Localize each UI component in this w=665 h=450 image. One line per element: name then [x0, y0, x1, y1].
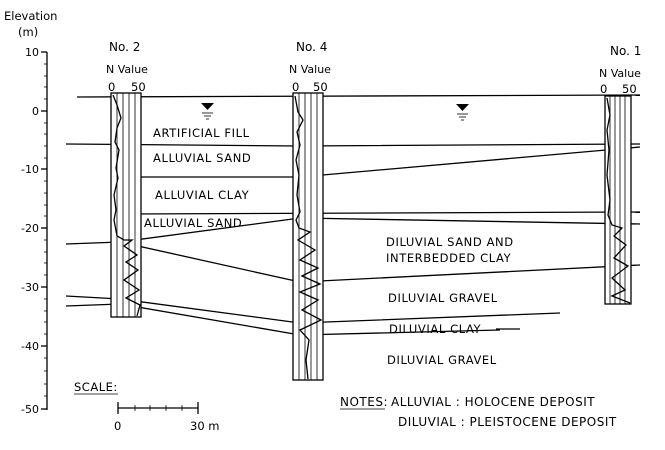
- layer-label-alluvial-sand-lower: ALLUVIAL SAND: [144, 216, 242, 230]
- n-value-curve: [606, 97, 631, 304]
- layer-label-diluvial-gravel-lower: DILUVIAL GRAVEL: [387, 353, 497, 367]
- water-table-symbol: [201, 103, 214, 120]
- layer-label-diluvial-sand-line2: INTERBEDDED CLAY: [386, 251, 512, 265]
- n-scale-min: 0: [600, 82, 607, 96]
- scale-bar: SCALE: 0 30 m: [74, 380, 220, 433]
- borehole-no-4: No. 4 N Value 0 50: [289, 40, 331, 381]
- layer-label-alluvial-sand: ALLUVIAL SAND: [153, 151, 251, 165]
- borehole-log-column: [110, 92, 142, 318]
- n-scale-min: 0: [292, 80, 299, 94]
- n-scale-max: 50: [622, 82, 637, 96]
- notes-heading: NOTES:: [340, 395, 388, 409]
- notes-line1: ALLUVIAL : HOLOCENE DEPOSIT: [391, 395, 595, 409]
- borehole-name: No. 2: [109, 40, 140, 54]
- borehole-log-column: [604, 95, 632, 305]
- layer-label-artificial-fill: ARTIFICIAL FILL: [153, 126, 250, 140]
- water-table-symbol: [456, 104, 469, 121]
- sand-gravel-boundary: [119, 241, 641, 283]
- axis-tick-label: 0: [32, 105, 39, 118]
- n-value-curve: [112, 94, 141, 317]
- clay-sand-boundary: [119, 211, 641, 215]
- borehole-no-2: No. 2 N Value 0 50: [106, 40, 148, 318]
- axis-tick-label: -50: [21, 403, 39, 416]
- scale-min-label: 0: [114, 419, 121, 433]
- layer-labels: ARTIFICIAL FILL ALLUVIAL SAND ALLUVIAL C…: [144, 126, 520, 367]
- elevation-axis: Elevation (m) 10 0 -10 -20 -30 -40 -50: [4, 9, 57, 416]
- n-value-label: N Value: [289, 63, 331, 76]
- layer-label-diluvial-sand-line1: DILUVIAL SAND AND: [386, 235, 514, 249]
- borehole-no-1: No. 1 N Value 0 50: [599, 44, 641, 305]
- clay-gravel-boundary: [65, 303, 501, 336]
- alluvial-diluvial-boundary: [65, 217, 641, 245]
- axis-tick-label: -20: [21, 222, 39, 235]
- scale-max-label: 30 m: [190, 419, 220, 433]
- layer-label-alluvial-clay: ALLUVIAL CLAY: [155, 188, 250, 202]
- axis-tick-label: 10: [25, 46, 39, 59]
- gravel-clay-boundary: [65, 295, 561, 324]
- layer-label-diluvial-clay: DILUVIAL CLAY: [389, 322, 482, 336]
- n-value-curve: [294, 95, 323, 380]
- axis-tick-label: -30: [21, 281, 39, 294]
- n-value-label: N Value: [599, 67, 641, 80]
- ground-surface-line: [76, 94, 641, 98]
- notes: NOTES: ALLUVIAL : HOLOCENE DEPOSIT DILUV…: [340, 395, 617, 429]
- axis-tick-label: -10: [21, 163, 39, 176]
- scale-label: SCALE:: [74, 380, 118, 394]
- notes-line2: DILUVIAL : PLEISTOCENE DEPOSIT: [398, 415, 617, 429]
- borehole-name: No. 4: [296, 40, 327, 54]
- borehole-log-column: [292, 92, 324, 381]
- n-value-label: N Value: [106, 63, 148, 76]
- axis-tick-label: -40: [21, 340, 39, 353]
- axis-title-line2: (m): [18, 25, 38, 39]
- n-scale-max: 50: [313, 80, 328, 94]
- n-scale-max: 50: [131, 80, 146, 94]
- borehole-name: No. 1: [610, 44, 641, 58]
- axis-title-line1: Elevation: [4, 9, 57, 23]
- n-scale-min: 0: [108, 80, 115, 94]
- fill-sand-boundary: [65, 143, 641, 147]
- layer-label-diluvial-gravel: DILUVIAL GRAVEL: [388, 291, 498, 305]
